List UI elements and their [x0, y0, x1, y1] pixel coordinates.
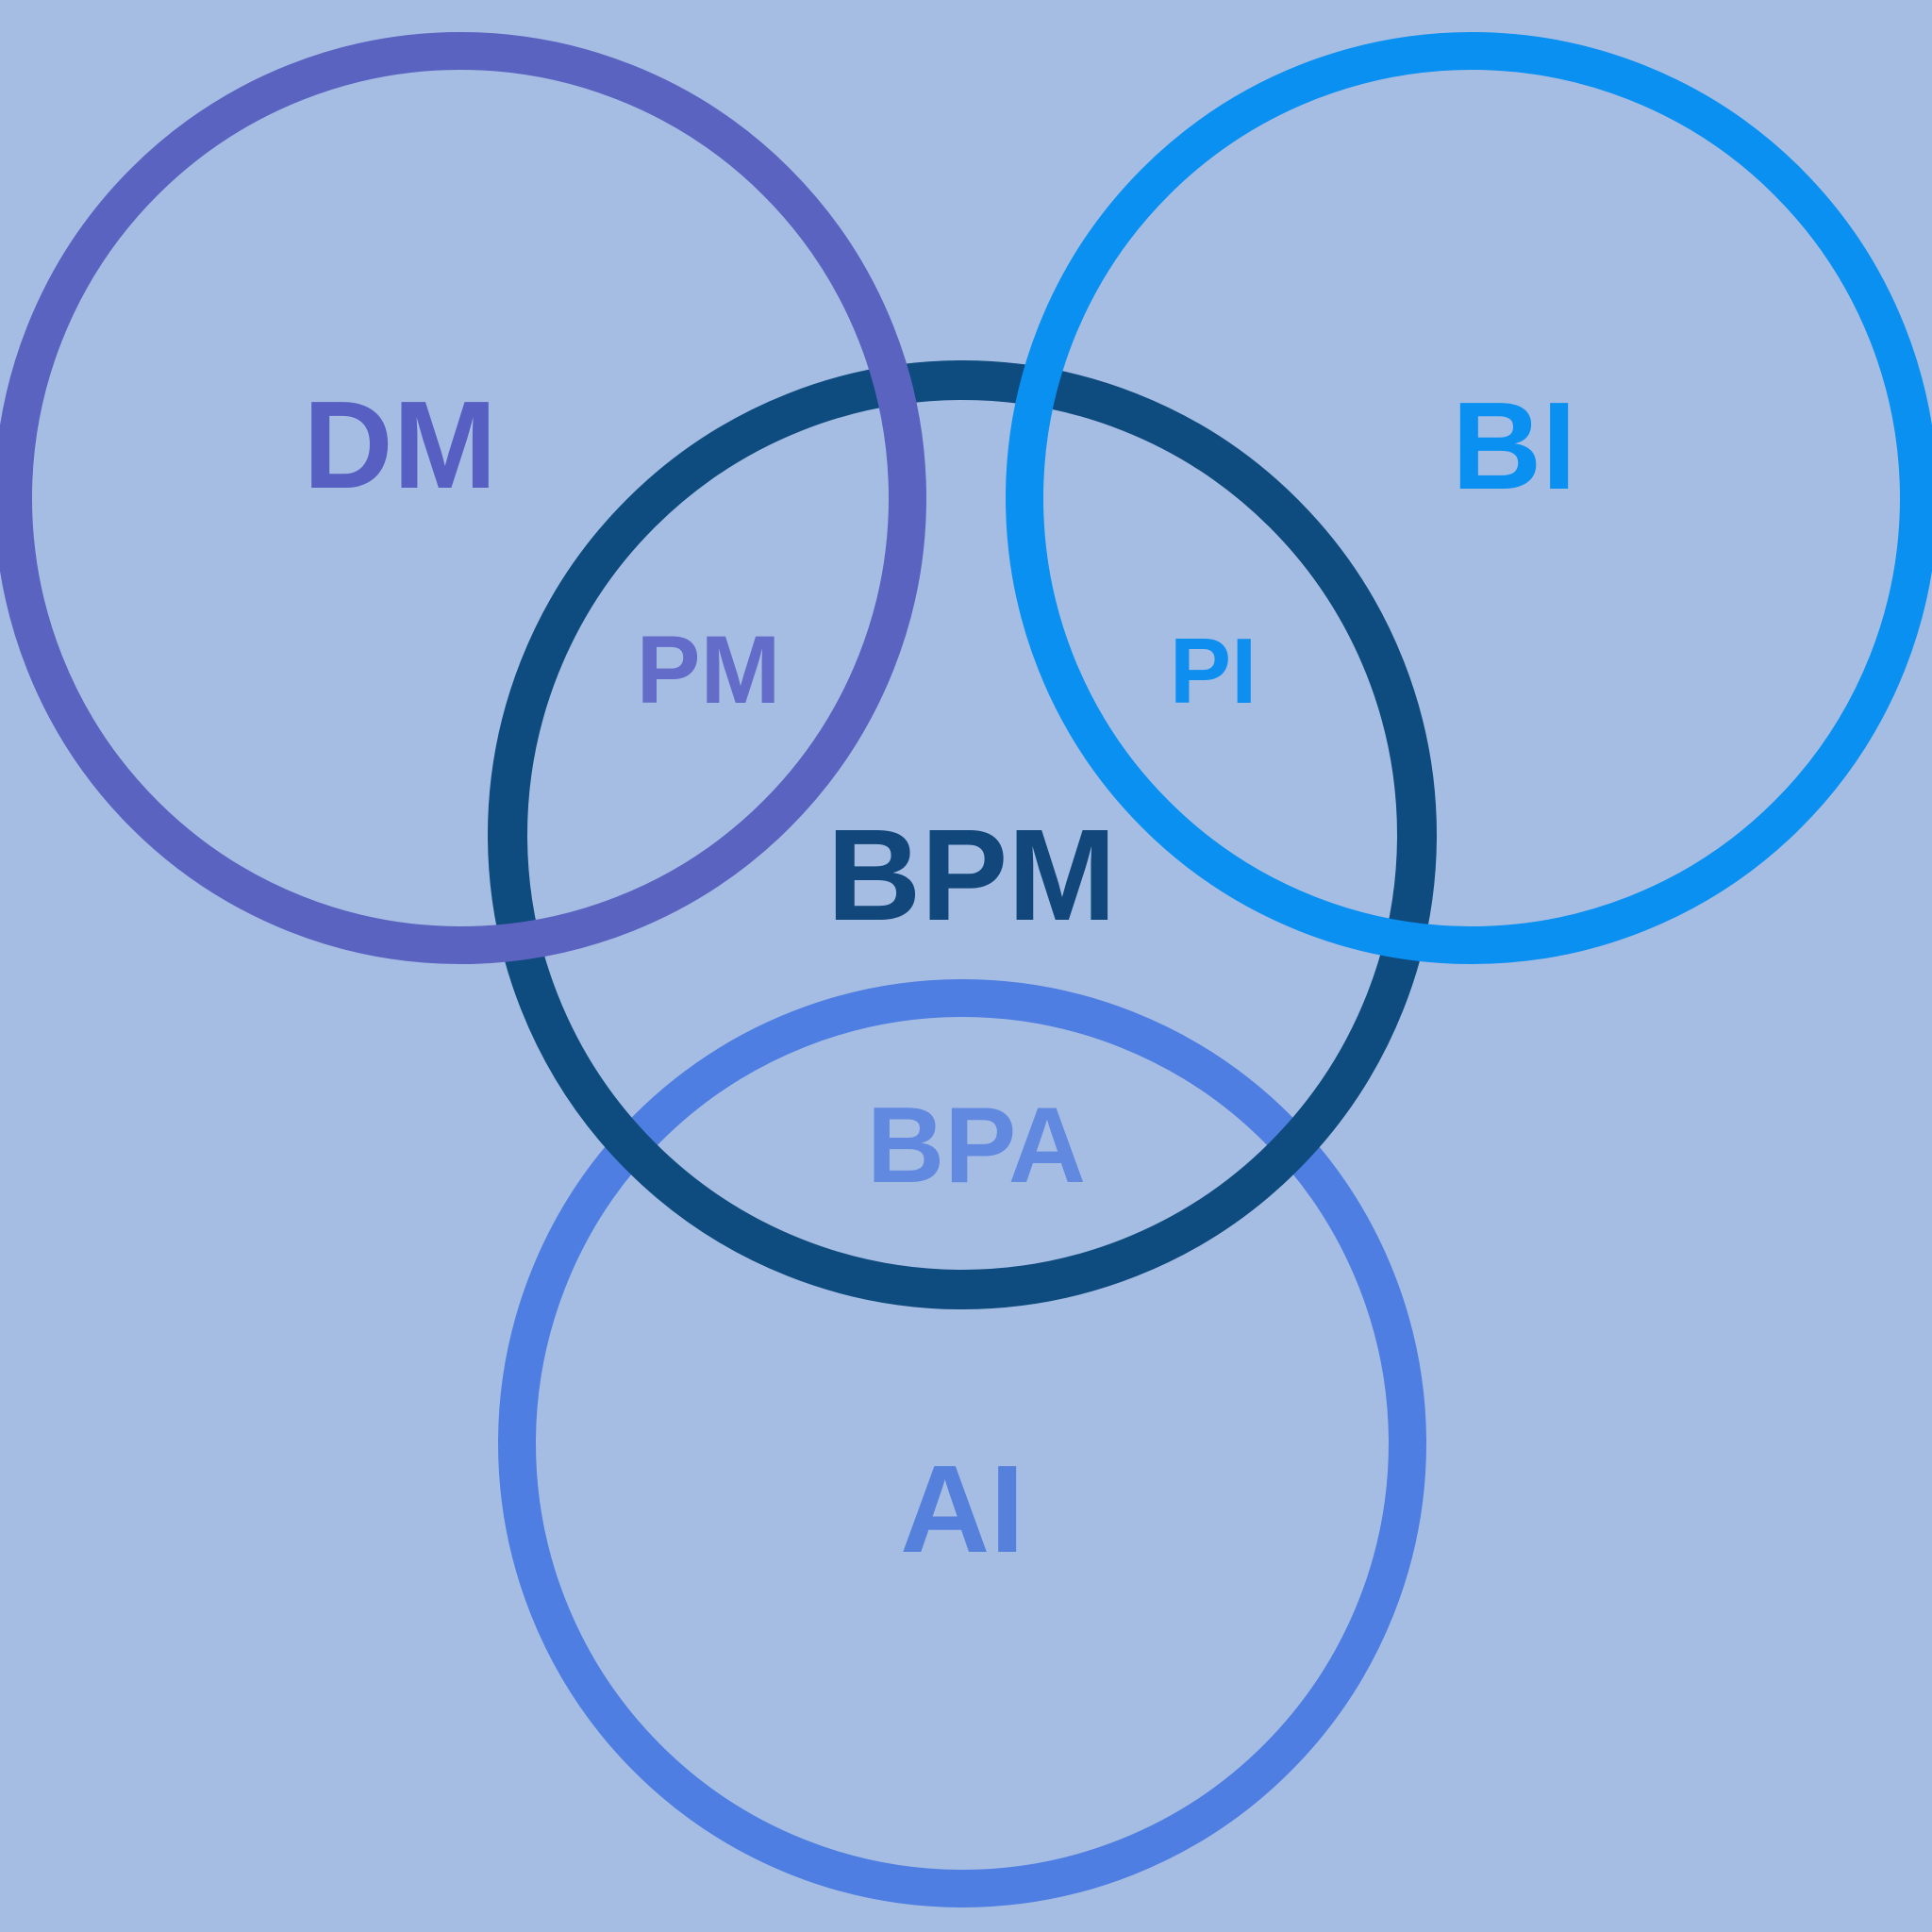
dm-label: DM — [303, 375, 496, 514]
ai-label: AI — [900, 1440, 1024, 1578]
bpm-circle — [488, 360, 1437, 1309]
bi-circle — [1006, 32, 1932, 964]
bi-label: BI — [1452, 376, 1576, 515]
bpa-label: BPA — [867, 1086, 1086, 1206]
pm-label: PM — [637, 616, 781, 724]
dm-circle — [0, 32, 926, 964]
pi-label: PI — [1170, 619, 1257, 723]
ai-circle — [498, 979, 1426, 1907]
bpm-label: BPM — [827, 803, 1117, 948]
